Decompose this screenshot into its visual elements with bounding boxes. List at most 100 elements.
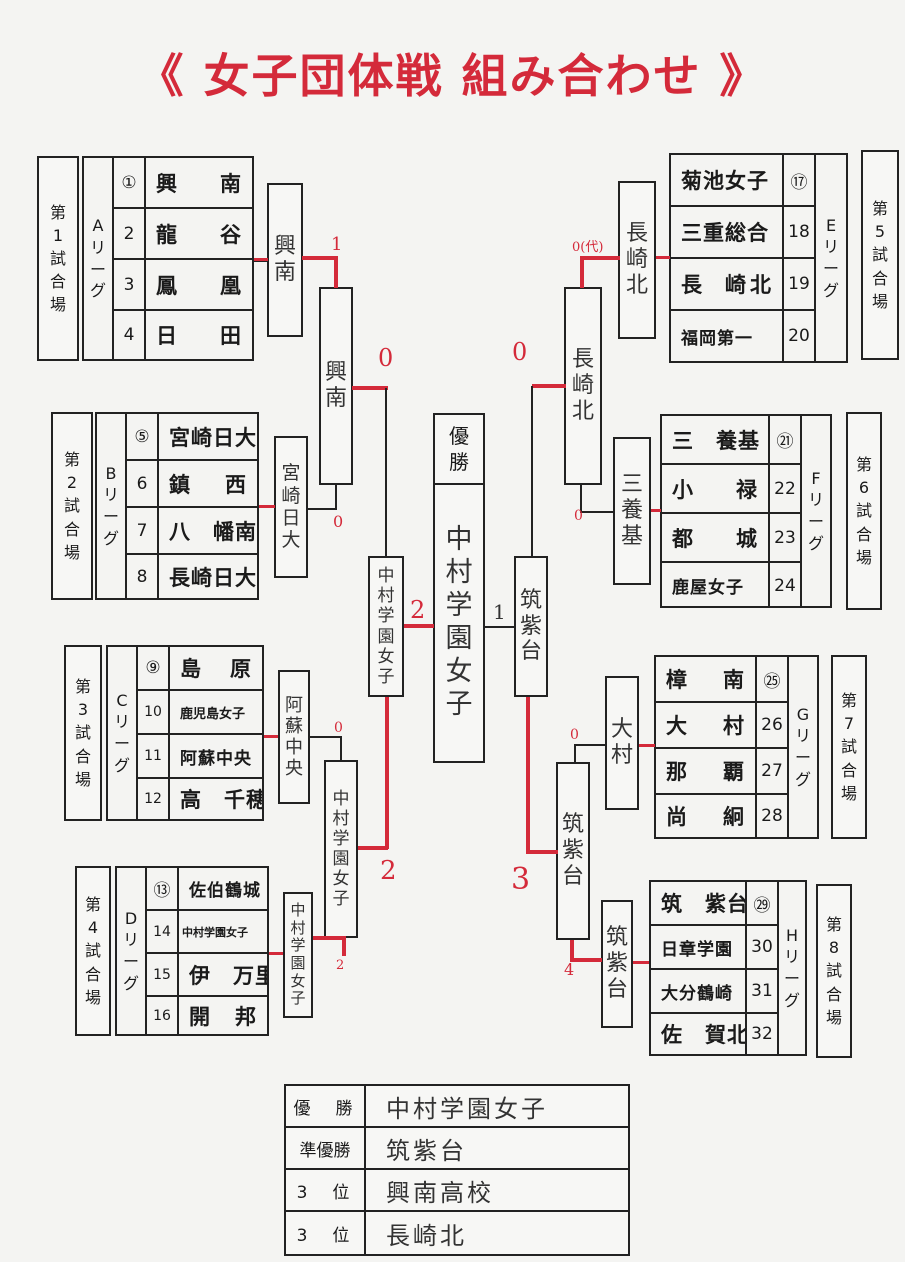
team-name-part: 大 <box>666 714 688 738</box>
venue-char: 第 <box>871 199 888 219</box>
score-label: 2 <box>336 958 345 973</box>
venue-char: 場 <box>84 987 101 1007</box>
winner-char: 日 <box>281 507 301 529</box>
team-name-part: 城 <box>736 526 758 551</box>
league-a-winner: 興南 <box>267 183 303 337</box>
team-name-part: 中村学園女子 <box>182 925 248 939</box>
champion-label-char: 勝 <box>449 450 469 474</box>
team-name-part: 凰 <box>220 273 242 298</box>
team-name-part: 田 <box>220 324 242 348</box>
team-name-part: 三 養 <box>672 428 738 453</box>
results-row: 3 位興南高校 <box>286 1170 628 1212</box>
results-row: 3 位長崎北 <box>286 1212 628 1254</box>
team-name: 三 養基 <box>662 416 768 463</box>
team-name: 日田 <box>146 311 252 359</box>
team-number: 14 <box>147 911 179 952</box>
winner-char: 紫 <box>605 951 628 977</box>
league-char: リ <box>113 712 130 732</box>
team-number: ⑤ <box>127 414 159 459</box>
result-team: 興南高校 <box>386 1178 494 1207</box>
team-number: 31 <box>745 970 777 1012</box>
team-number: 27 <box>755 749 787 793</box>
league-char: リ <box>102 485 119 505</box>
team-number: 28 <box>755 795 787 837</box>
winner-char: 長 <box>625 221 648 247</box>
team-name: 三重総合 <box>671 207 782 257</box>
bracket-line-red <box>334 256 338 288</box>
league-char: ー <box>794 748 811 767</box>
result-team: 中村学園女子 <box>386 1094 548 1123</box>
team-name: 大村 <box>656 703 755 747</box>
winner-char: 園 <box>290 954 306 972</box>
venue-char: 場 <box>49 295 66 315</box>
winner-char: 台 <box>519 639 542 665</box>
bracket-line-red <box>532 384 566 388</box>
team-name: 開邦 <box>179 997 267 1034</box>
venue-char: 第 <box>74 677 91 697</box>
venue-char: 4 <box>87 918 99 938</box>
team-name-part: 菊池女子 <box>681 169 769 193</box>
league-char: ー <box>102 507 119 526</box>
team-name-part: 興 <box>156 171 178 196</box>
team-name-part: 開 <box>189 1004 211 1029</box>
team-name-part: 佐 賀 <box>661 1023 727 1047</box>
league-char: リ <box>822 237 839 257</box>
team-name-part: 筑 紫 <box>661 892 727 916</box>
bracket-line <box>531 386 533 556</box>
winner-char: 基 <box>620 523 643 549</box>
league-e-winner: 長崎北 <box>618 181 656 339</box>
league-h-winner: 筑紫台 <box>601 900 633 1028</box>
winner-char: 中 <box>377 566 395 587</box>
winner-char: 台 <box>605 976 628 1002</box>
league-char: グ <box>822 280 839 300</box>
score-label: 3 <box>511 862 531 897</box>
team-name-part: 里 <box>255 963 267 988</box>
team-name: 興南 <box>146 158 252 207</box>
team-name: 日章学園 <box>651 926 745 968</box>
venue-char: 合 <box>840 760 857 780</box>
team-name-part: 穂 <box>246 788 262 812</box>
team-number: ⑬ <box>147 868 179 909</box>
bracket-line-red <box>656 256 670 259</box>
league-char: グ <box>102 528 119 548</box>
team-name-part: 南 <box>220 171 242 196</box>
venue-char: 5 <box>874 222 886 242</box>
league-char: リ <box>89 237 106 257</box>
page-title: 《 女子団体戦 組み合わせ 》 <box>137 49 768 103</box>
winner-char: 紫 <box>519 613 542 639</box>
team-name-part: 原 <box>230 657 252 681</box>
venue-char: 第 <box>825 915 842 935</box>
team-name: 福岡第一 <box>671 311 782 361</box>
winner-char: 村 <box>290 918 306 937</box>
venue-char: 2 <box>66 473 78 493</box>
team-number: 24 <box>768 563 800 608</box>
team-name-part: 伊 万 <box>189 963 255 988</box>
team-number: 11 <box>138 735 170 777</box>
venue-char: 合 <box>49 272 66 292</box>
venue-char: 場 <box>871 291 888 311</box>
winner-char: 子 <box>332 889 350 910</box>
venue-char: 場 <box>825 1007 842 1027</box>
team-name-part: 日章学園 <box>661 939 733 960</box>
team-number: 32 <box>745 1014 777 1054</box>
winner-char: 中 <box>290 900 306 919</box>
team-number: 23 <box>768 514 800 561</box>
team-name-part: 那 <box>666 760 688 784</box>
bracket-line <box>310 736 342 738</box>
venue-char: 7 <box>843 714 855 734</box>
venue-char: 第 <box>84 895 101 915</box>
bracket-line-red <box>302 256 338 260</box>
